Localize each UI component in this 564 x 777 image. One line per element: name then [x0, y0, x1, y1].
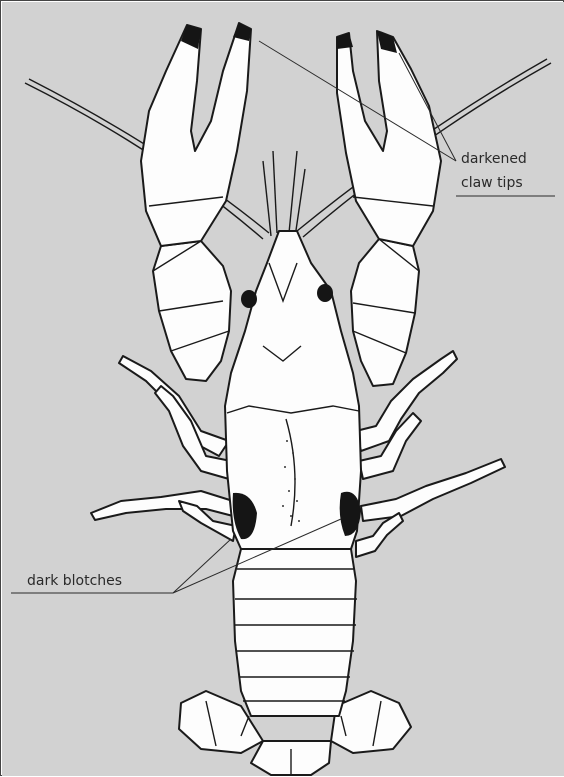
abdomen [233, 549, 357, 736]
left-eye [241, 290, 257, 308]
dark-blotches-label: dark blotches [27, 573, 122, 589]
right-eye [317, 284, 333, 302]
claw-tips-label-line2: claw tips [461, 175, 523, 191]
claw-tips-label-line1: darkened [461, 151, 527, 167]
